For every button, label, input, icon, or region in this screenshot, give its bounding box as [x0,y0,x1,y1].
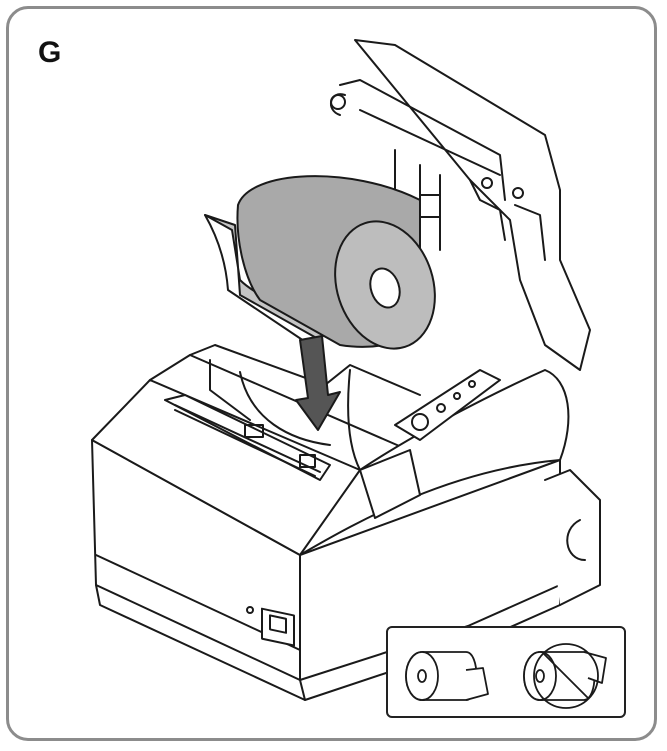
printer-cover [330,39,591,371]
indicator-led [436,403,446,413]
feed-button [411,413,429,431]
step-label: G [38,36,62,69]
paper-roll [204,175,436,350]
paper-compartment [164,344,421,481]
orientation-inset [386,626,626,718]
indicator-led [468,380,476,388]
paper-roll-incorrect-icon [523,643,607,709]
down-arrow-icon [295,335,341,431]
printer-body [91,354,601,701]
control-panel [359,369,501,519]
paper-roll-correct-icon [405,651,489,701]
indicator-led [453,392,461,400]
